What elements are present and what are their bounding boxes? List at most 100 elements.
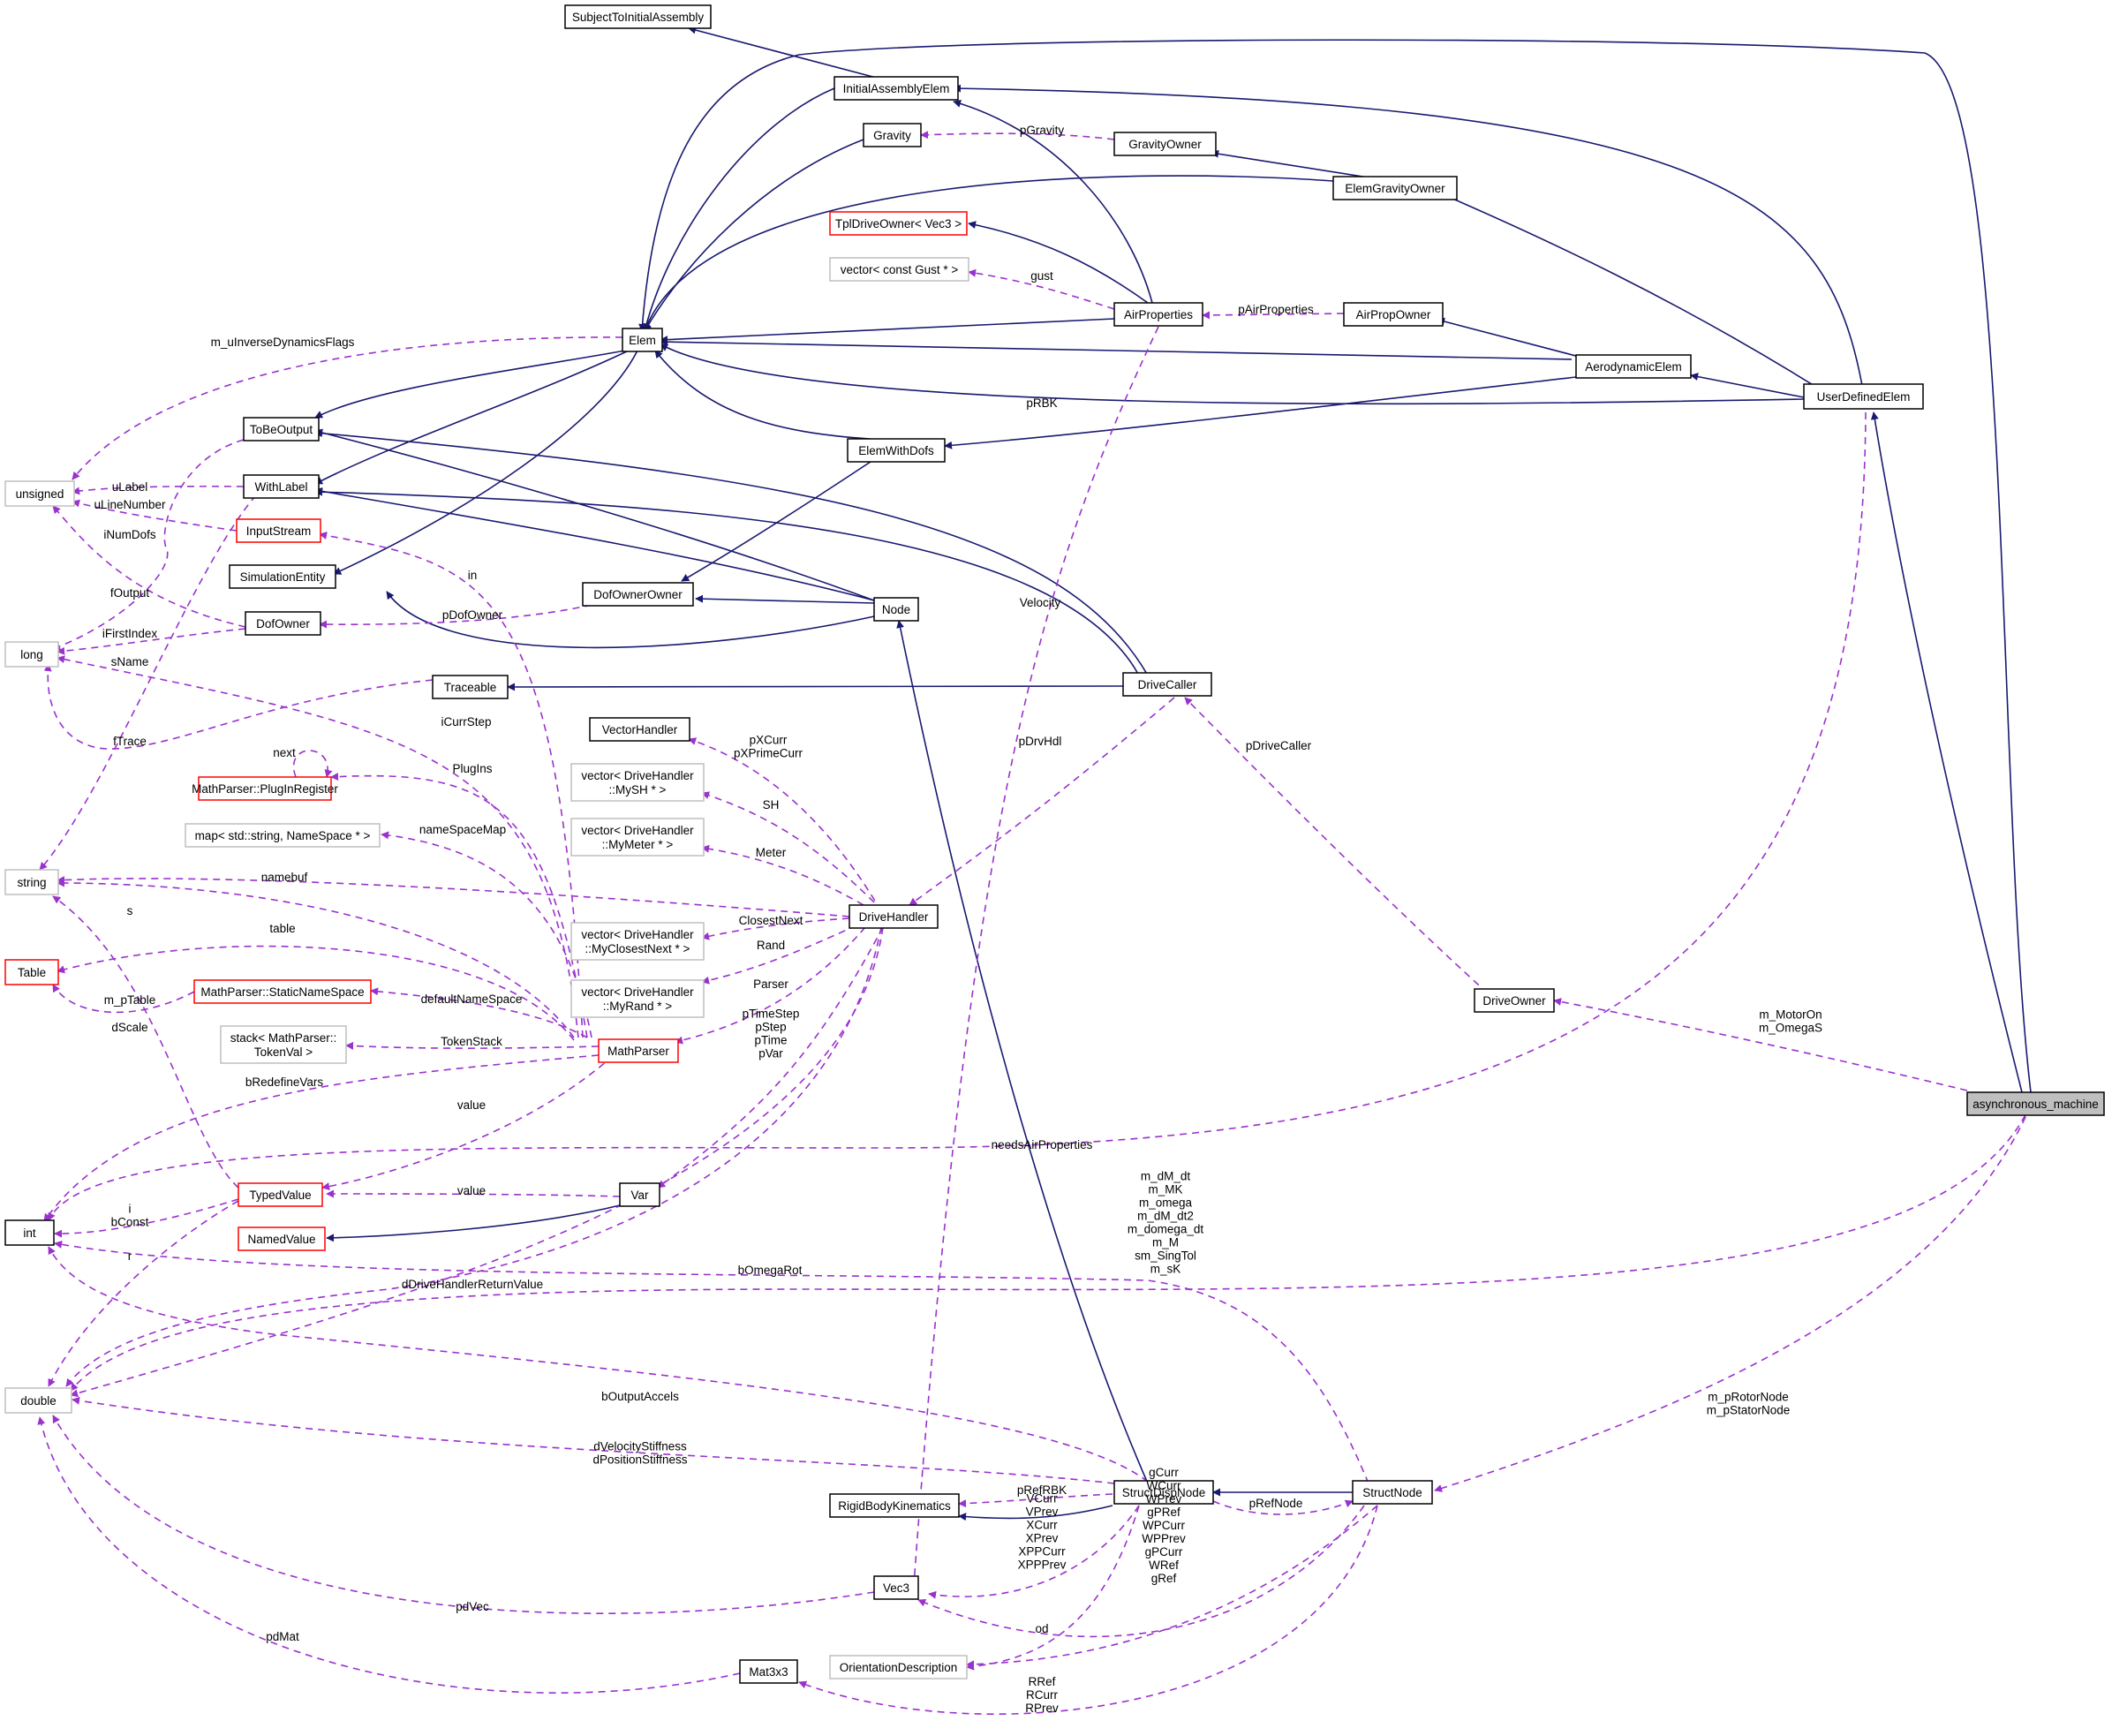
node-traceable[interactable]: Traceable	[432, 675, 509, 699]
node-math-parser[interactable]: MathParser	[598, 1038, 679, 1063]
node-subject-to-initial-assembly[interactable]: SubjectToInitialAssembly	[564, 4, 712, 29]
node-box[interactable]	[4, 480, 75, 507]
node-box[interactable]	[619, 1182, 660, 1207]
node-box[interactable]	[1113, 1480, 1214, 1505]
node-dof-owner[interactable]: DofOwner	[245, 611, 321, 636]
node-to-be-output[interactable]: ToBeOutput	[243, 417, 320, 442]
node-box[interactable]	[570, 818, 705, 857]
node-vec3[interactable]: Vec3	[873, 1575, 919, 1600]
node-gravity[interactable]: Gravity	[863, 123, 922, 147]
node-struct-disp-node[interactable]: StructDispNode	[1113, 1480, 1214, 1505]
node-box[interactable]	[1474, 988, 1555, 1013]
node-double[interactable]: double	[4, 1387, 72, 1414]
node-mat3x3[interactable]: Mat3x3	[739, 1659, 798, 1684]
node-box[interactable]	[243, 474, 320, 499]
node-named-value[interactable]: NamedValue	[238, 1227, 326, 1251]
node-box[interactable]	[1122, 672, 1212, 697]
node-box[interactable]	[829, 257, 969, 282]
node-box[interactable]	[236, 518, 321, 543]
node-long[interactable]: long	[4, 641, 59, 668]
node-air-properties[interactable]: AirProperties	[1113, 302, 1203, 327]
node-box[interactable]	[4, 1387, 72, 1414]
node-orientation-description[interactable]: OrientationDescription	[829, 1655, 968, 1679]
node-box[interactable]	[1332, 176, 1458, 200]
node-map-name-space[interactable]: map< std::string, NameSpace * >	[185, 823, 381, 848]
node-typed-value[interactable]: TypedValue	[238, 1182, 323, 1207]
node-box[interactable]	[829, 1655, 968, 1679]
node-box[interactable]	[873, 597, 919, 622]
node-drive-handler[interactable]: DriveHandler	[849, 904, 939, 929]
node-box[interactable]	[238, 1182, 323, 1207]
node-static-name-space[interactable]: MathParser::StaticNameSpace	[193, 979, 372, 1004]
node-string[interactable]: string	[4, 869, 59, 895]
node-node[interactable]: Node	[873, 597, 919, 622]
node-unsigned[interactable]: unsigned	[4, 480, 75, 507]
node-int[interactable]: int	[4, 1219, 55, 1246]
node-plug-in-register[interactable]: MathParser::PlugInRegister	[192, 776, 338, 801]
node-var[interactable]: Var	[619, 1182, 660, 1207]
node-table[interactable]: Table	[4, 959, 59, 985]
node-box[interactable]	[847, 438, 946, 463]
node-vector-my-sh[interactable]: vector< DriveHandler::MySH * >	[570, 763, 705, 802]
node-input-stream[interactable]: InputStream	[236, 518, 321, 543]
node-vector-gust[interactable]: vector< const Gust * >	[829, 257, 969, 282]
node-vector-my-rand[interactable]: vector< DriveHandler::MyRand * >	[570, 979, 705, 1018]
node-box[interactable]	[622, 328, 663, 352]
node-box[interactable]	[4, 641, 59, 668]
node-with-label[interactable]: WithLabel	[243, 474, 320, 499]
node-aerodynamic-elem[interactable]: AerodynamicElem	[1575, 354, 1692, 379]
node-elem-gravity-owner[interactable]: ElemGravityOwner	[1332, 176, 1458, 200]
node-asynchronous-machine[interactable]: asynchronous_machine	[1966, 1091, 2105, 1116]
node-box[interactable]	[739, 1659, 798, 1684]
node-box[interactable]	[220, 1025, 347, 1064]
node-gravity-owner[interactable]: GravityOwner	[1113, 132, 1217, 156]
node-box[interactable]	[1113, 302, 1203, 327]
node-box[interactable]	[4, 959, 59, 985]
node-stack-token-val[interactable]: stack< MathParser::TokenVal >	[220, 1025, 347, 1064]
node-box[interactable]	[4, 1219, 55, 1246]
node-box[interactable]	[1343, 302, 1444, 327]
node-air-prop-owner[interactable]: AirPropOwner	[1343, 302, 1444, 327]
node-rigid-body-kinematics[interactable]: RigidBodyKinematics	[829, 1493, 960, 1518]
node-vector-handler[interactable]: VectorHandler	[589, 717, 690, 742]
node-box[interactable]	[238, 1227, 326, 1251]
node-box[interactable]	[833, 76, 959, 101]
node-box[interactable]	[598, 1038, 679, 1063]
node-box[interactable]	[873, 1575, 919, 1600]
node-elem-with-dofs[interactable]: ElemWithDofs	[847, 438, 946, 463]
node-box[interactable]	[1352, 1480, 1433, 1505]
node-box[interactable]	[198, 776, 332, 801]
node-box[interactable]	[849, 904, 939, 929]
node-box[interactable]	[245, 611, 321, 636]
node-box[interactable]	[1575, 354, 1692, 379]
node-elem[interactable]: Elem	[622, 328, 663, 352]
node-box[interactable]	[1803, 383, 1924, 410]
node-initial-assembly-elem[interactable]: InitialAssemblyElem	[833, 76, 959, 101]
node-box[interactable]	[564, 4, 712, 29]
node-box[interactable]	[4, 869, 59, 895]
node-box[interactable]	[829, 1493, 960, 1518]
node-user-defined-elem[interactable]: UserDefinedElem	[1803, 383, 1924, 410]
node-drive-caller[interactable]: DriveCaller	[1122, 672, 1212, 697]
node-box[interactable]	[1966, 1091, 2105, 1116]
node-box[interactable]	[570, 922, 705, 961]
node-vector-my-meter[interactable]: vector< DriveHandler::MyMeter * >	[570, 818, 705, 857]
node-vector-my-closest-next[interactable]: vector< DriveHandler::MyClosestNext * >	[570, 922, 705, 961]
node-box[interactable]	[829, 211, 968, 236]
node-box[interactable]	[863, 123, 922, 147]
node-drive-owner[interactable]: DriveOwner	[1474, 988, 1555, 1013]
node-box[interactable]	[582, 582, 694, 607]
node-box[interactable]	[1113, 132, 1217, 156]
node-box[interactable]	[432, 675, 509, 699]
node-struct-node[interactable]: StructNode	[1352, 1480, 1433, 1505]
node-tpl-drive-owner[interactable]: TplDriveOwner< Vec3 >	[829, 211, 968, 236]
node-box[interactable]	[193, 979, 372, 1004]
node-box[interactable]	[589, 717, 690, 742]
node-box[interactable]	[243, 417, 320, 442]
node-box[interactable]	[570, 763, 705, 802]
node-box[interactable]	[185, 823, 381, 848]
node-dof-owner-owner[interactable]: DofOwnerOwner	[582, 582, 694, 607]
node-box[interactable]	[229, 564, 336, 589]
node-simulation-entity[interactable]: SimulationEntity	[229, 564, 336, 589]
node-box[interactable]	[570, 979, 705, 1018]
